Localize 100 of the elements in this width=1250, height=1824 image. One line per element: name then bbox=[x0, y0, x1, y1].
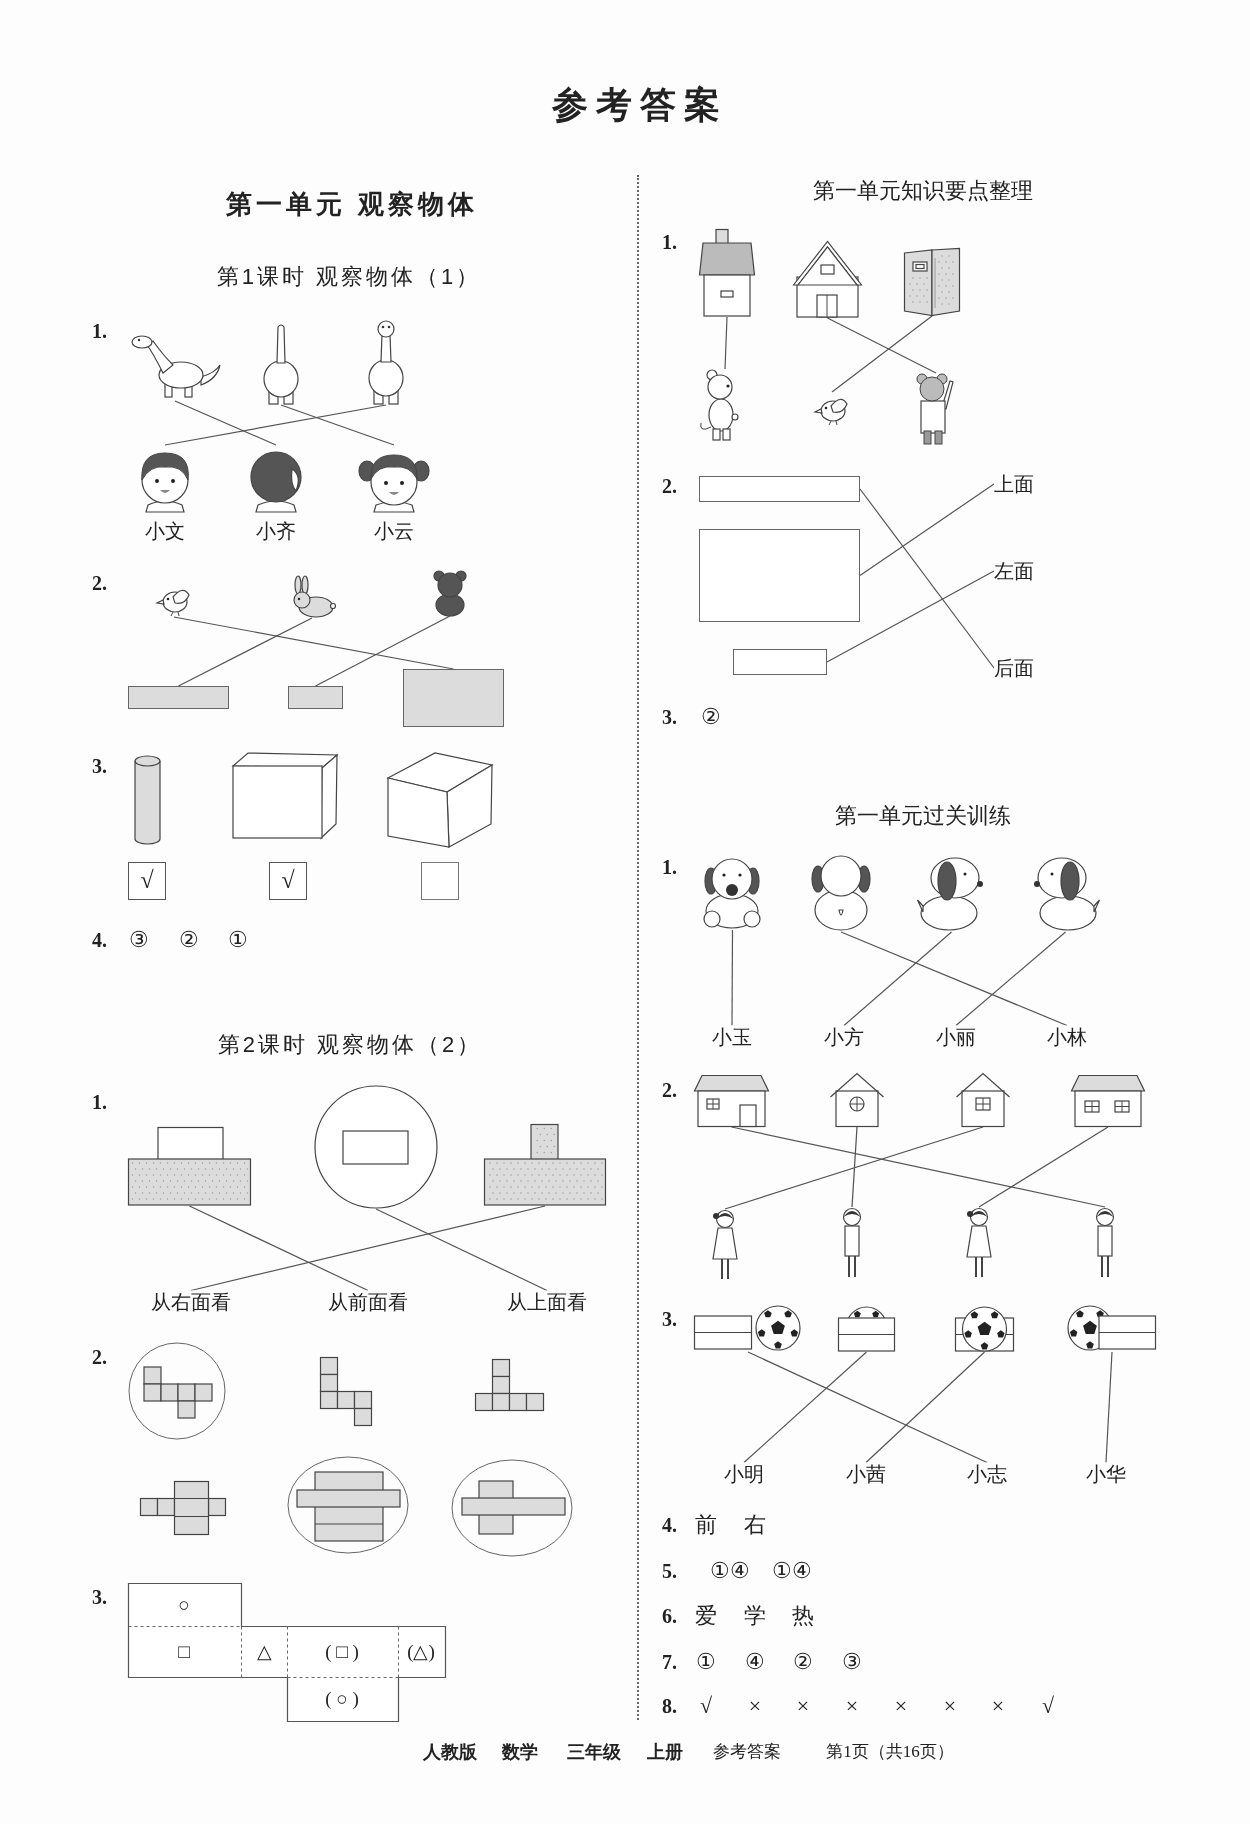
question-number: 4. bbox=[92, 928, 107, 952]
question-number: 2. bbox=[92, 571, 107, 595]
section-heading: 第2课时 观察物体（2） bbox=[217, 1032, 483, 1058]
child-name: 小方 bbox=[824, 1025, 864, 1049]
answer-text: 前 bbox=[695, 1512, 717, 1538]
child-name: 小志 bbox=[967, 1462, 1007, 1486]
child-name: 小明 bbox=[724, 1462, 764, 1486]
question-number: 1. bbox=[92, 1090, 107, 1114]
rectangle bbox=[733, 649, 827, 675]
net-face-symbol: (△) bbox=[407, 1641, 435, 1663]
question-number: 6. bbox=[662, 1604, 677, 1628]
matching-line bbox=[840, 931, 1068, 1027]
answer-text: 学 bbox=[744, 1603, 766, 1629]
rectangle bbox=[128, 686, 229, 709]
section-heading: 第一单元过关训练 bbox=[835, 803, 1011, 829]
question-number: 3. bbox=[92, 754, 107, 778]
answer-mark: × bbox=[894, 1693, 908, 1719]
matching-line bbox=[859, 483, 995, 577]
child-name: 小林 bbox=[1047, 1025, 1087, 1049]
rectangle bbox=[288, 686, 343, 709]
rectangle bbox=[403, 669, 504, 727]
net-face-symbol: ○ bbox=[178, 1594, 190, 1616]
answer-box: √ bbox=[128, 862, 166, 900]
question-number: 1. bbox=[662, 230, 677, 254]
answer-text: ② bbox=[179, 927, 199, 953]
answer-text: ③ bbox=[842, 1649, 862, 1675]
net-face-symbol: □ bbox=[178, 1641, 190, 1663]
matching-line bbox=[859, 488, 995, 669]
answer-text: ①④ bbox=[710, 1558, 750, 1584]
answer-text: ① bbox=[228, 927, 248, 953]
answer-text: ② bbox=[701, 704, 721, 730]
view-label: 从前面看 bbox=[328, 1290, 408, 1314]
answer-text: ③ bbox=[129, 927, 149, 953]
answer-mark: × bbox=[991, 1693, 1005, 1719]
answer-text: ①④ bbox=[772, 1558, 812, 1584]
footer-text: 数学 bbox=[502, 1741, 538, 1763]
page-title: 参考答案 bbox=[552, 82, 728, 127]
matching-line bbox=[743, 1351, 868, 1464]
matching-line bbox=[865, 1351, 986, 1464]
matching-line bbox=[747, 1351, 988, 1464]
net-face-symbol: ( □ ) bbox=[325, 1641, 359, 1663]
section-heading: 第一单元 观察物体 bbox=[226, 190, 478, 220]
child-name: 小齐 bbox=[256, 520, 296, 543]
question-number: 2. bbox=[92, 1345, 107, 1369]
footer-text: 三年级 bbox=[567, 1741, 621, 1763]
child-name: 小华 bbox=[1086, 1462, 1126, 1486]
net-face-symbol: ( ○ ) bbox=[325, 1688, 359, 1710]
direction-label: 左面 bbox=[994, 559, 1034, 583]
section-heading: 第一单元知识要点整理 bbox=[813, 178, 1033, 204]
matching-line bbox=[731, 929, 734, 1027]
matching-line bbox=[843, 931, 953, 1027]
direction-label: 上面 bbox=[994, 472, 1034, 496]
matching-line bbox=[375, 1208, 548, 1292]
question-number: 3. bbox=[662, 705, 677, 729]
question-number: 2. bbox=[662, 1078, 677, 1102]
matching-line bbox=[177, 617, 313, 687]
net-face-symbol: △ bbox=[256, 1641, 272, 1663]
matching-line bbox=[724, 316, 728, 370]
footer-text: 第1页（共16页） bbox=[826, 1742, 954, 1762]
matching-line bbox=[314, 615, 451, 687]
answer-mark: × bbox=[748, 1693, 762, 1719]
answer-mark: × bbox=[796, 1693, 810, 1719]
answer-text: ② bbox=[793, 1649, 813, 1675]
footer-text: 人教版 bbox=[423, 1741, 477, 1763]
answer-mark: √ bbox=[1041, 1693, 1055, 1719]
footer-text: 上册 bbox=[647, 1741, 683, 1763]
direction-label: 后面 bbox=[994, 656, 1034, 680]
child-name: 小云 bbox=[374, 520, 414, 543]
answer-text: 右 bbox=[744, 1512, 766, 1538]
matching-line bbox=[978, 1126, 1109, 1208]
question-number: 4. bbox=[662, 1513, 677, 1537]
footer-text: 参考答案 bbox=[713, 1742, 781, 1762]
matching-line bbox=[174, 400, 277, 446]
question-number: 1. bbox=[662, 855, 677, 879]
matching-line bbox=[851, 1126, 858, 1208]
answer-text: 热 bbox=[792, 1603, 814, 1629]
rectangle bbox=[699, 529, 860, 622]
matching-line bbox=[164, 404, 387, 446]
child-name: 小玉 bbox=[712, 1025, 752, 1049]
matching-line bbox=[831, 315, 933, 393]
answer-text: ① bbox=[696, 1649, 716, 1675]
question-number: 1. bbox=[92, 319, 107, 343]
answer-text: ④ bbox=[745, 1649, 765, 1675]
matching-line bbox=[955, 931, 1067, 1027]
view-label: 从右面看 bbox=[151, 1290, 231, 1314]
answer-box: √ bbox=[269, 862, 307, 900]
view-label: 从上面看 bbox=[507, 1290, 587, 1314]
matching-line bbox=[190, 1205, 546, 1292]
answer-mark: × bbox=[943, 1693, 957, 1719]
question-number: 7. bbox=[662, 1650, 677, 1674]
question-number: 3. bbox=[662, 1307, 677, 1331]
answer-mark: × bbox=[845, 1693, 859, 1719]
matching-line bbox=[280, 404, 395, 446]
answer-mark: √ bbox=[699, 1693, 713, 1719]
child-name: 小茜 bbox=[846, 1462, 886, 1486]
question-number: 8. bbox=[662, 1694, 677, 1718]
answer-text: 爱 bbox=[695, 1603, 717, 1629]
question-number: 2. bbox=[662, 474, 677, 498]
matching-line bbox=[826, 317, 937, 374]
matching-line bbox=[188, 1205, 369, 1292]
